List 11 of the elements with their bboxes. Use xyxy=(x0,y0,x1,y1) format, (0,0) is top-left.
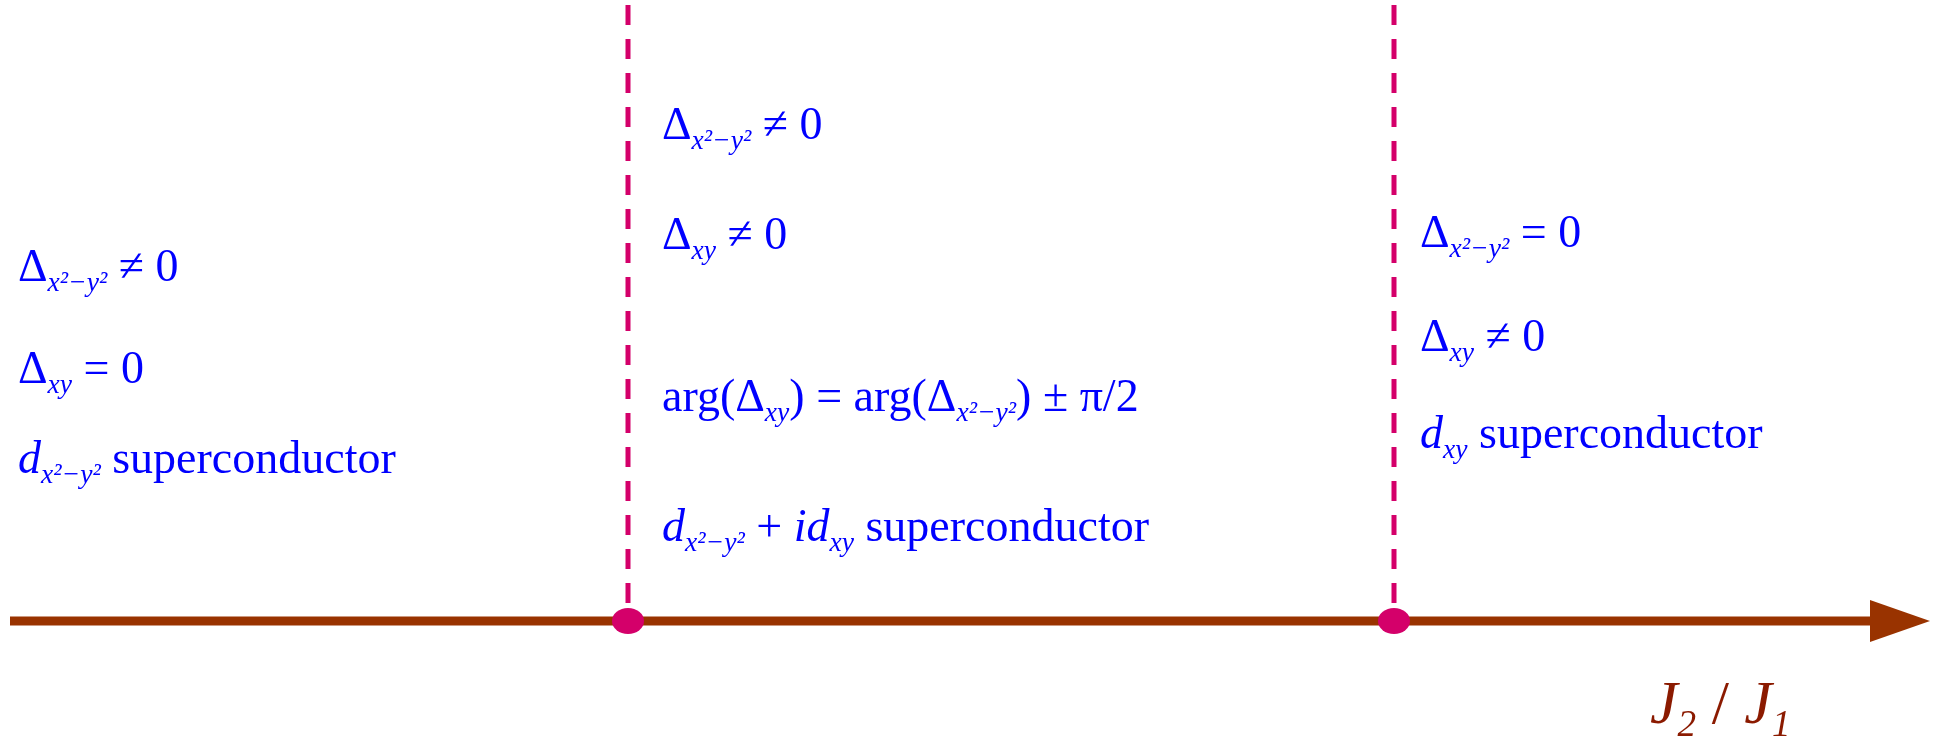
phase-label: d$_{x²−y²}$ + id$_{xy}$ superconductor xyxy=(662,499,1149,559)
phase-relation-formula: arg(Δ$_{xy}$) = arg(Δ$_{x²−y²}$) ± π/2 xyxy=(662,369,1139,429)
phase-label: d$_{xy}$ superconductor xyxy=(1420,406,1763,466)
condition-formula: Δ$_{xy}$ ≠ 0 xyxy=(662,207,788,267)
condition-formula: Δ$_{xy}$ ≠ 0 xyxy=(1420,309,1546,369)
condition-formula: Δ$_{x²−y²}$ ≠ 0 xyxy=(18,239,179,299)
axis-label: J$_{2}$ / J$_{1}$ xyxy=(1650,667,1791,747)
condition-formula: Δ$_{x²−y²}$ ≠ 0 xyxy=(662,97,823,157)
phase-label: d$_{x²−y²}$ superconductor xyxy=(18,431,396,491)
condition-formula: Δ$_{x²−y²}$ = 0 xyxy=(1420,205,1582,265)
condition-formula: Δ$_{xy}$ = 0 xyxy=(18,341,145,401)
